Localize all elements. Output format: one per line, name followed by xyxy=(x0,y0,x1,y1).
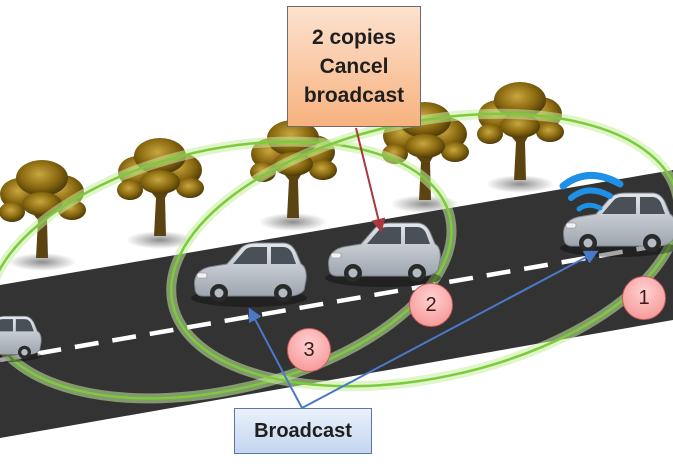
broadcast-label: Broadcast xyxy=(254,419,352,442)
cancel-arrow xyxy=(355,127,386,233)
broadcast-arrow-left xyxy=(248,307,303,409)
callout-line: Cancel xyxy=(319,55,389,78)
callout-line: broadcast xyxy=(303,84,405,107)
range-circle-left xyxy=(0,136,457,404)
hop-badge-3: 3 xyxy=(287,328,331,372)
broadcast-callout: Broadcast xyxy=(234,408,372,454)
broadcast-arrow-right xyxy=(301,250,599,409)
cancel-broadcast-callout: 2 copies Cancel broadcast xyxy=(287,6,421,127)
tree-icon xyxy=(477,82,564,193)
road xyxy=(0,170,673,438)
badge-number: 3 xyxy=(303,338,315,361)
wifi-signal-icon xyxy=(559,172,624,212)
callout-line: 2 copies xyxy=(311,26,397,49)
badge-number: 2 xyxy=(425,293,437,316)
hop-badge-1: 1 xyxy=(622,276,666,320)
hop-badge-2: 2 xyxy=(409,283,453,327)
badge-number: 1 xyxy=(638,286,650,309)
